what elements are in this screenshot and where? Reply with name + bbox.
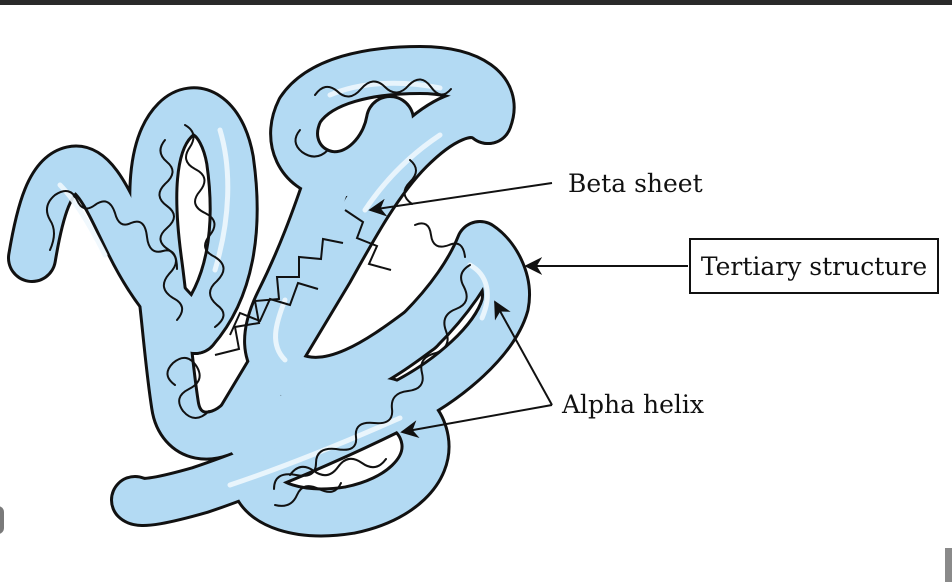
beta-sheet-arrow [368, 182, 553, 217]
alpha-helix-arrow-upper [494, 300, 553, 406]
beta-sheet-label: Beta sheet [568, 169, 703, 198]
beta-sheet-zigzags [214, 209, 392, 356]
left-edge-handle [0, 506, 4, 534]
alpha-helix-arrow-lower [400, 404, 553, 438]
top-bar [0, 0, 952, 5]
right-edge-scrollbar [945, 548, 952, 582]
alpha-helix-label: Alpha helix [562, 390, 704, 419]
alpha-helix-coils [45, 78, 471, 507]
leader-arrows [368, 182, 688, 438]
tertiary-structure-label: Tertiary structure [689, 238, 939, 294]
